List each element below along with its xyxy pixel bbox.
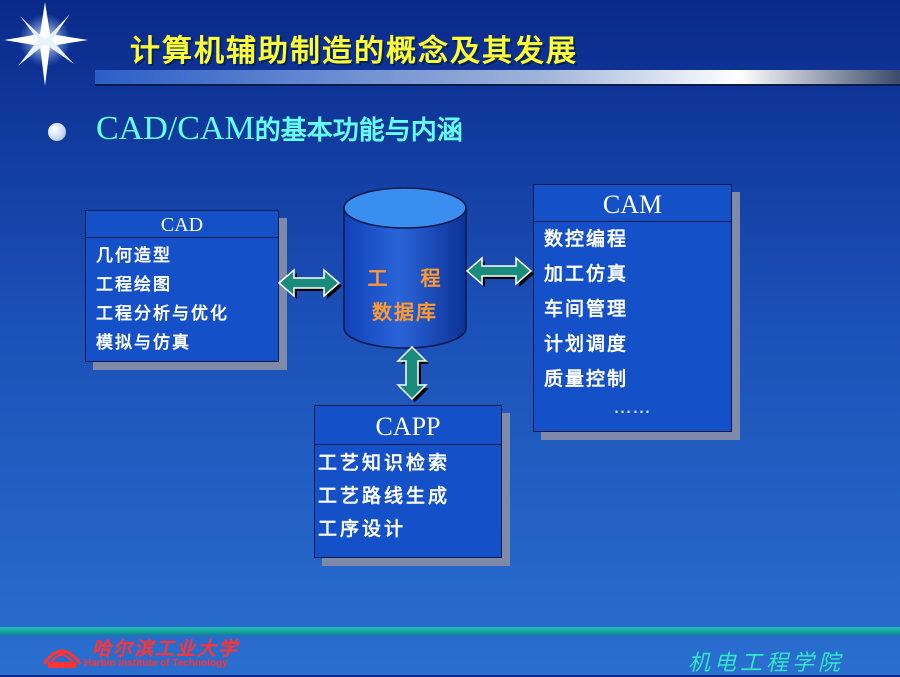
cam-box: CAM 数控编程 加工仿真 车间管理 计划调度 质量控制 …… <box>533 184 732 432</box>
cad-header: CAD <box>86 211 278 238</box>
cad-item: 模拟与仿真 <box>96 333 191 353</box>
footer-divider <box>0 627 900 635</box>
school-name: 机电工程学院 <box>688 651 845 676</box>
university-name-en: Harbin Institute of Technology <box>84 658 228 669</box>
double-arrow-icon <box>466 256 534 287</box>
bullet-heading-suffix: 的基本功能与内涵 <box>254 116 463 146</box>
university-name-cn: 哈尔滨工业大学 <box>92 638 240 660</box>
cam-item: 车间管理 <box>544 298 629 320</box>
capp-item: 工艺知识检索 <box>318 452 451 474</box>
university-emblem-icon <box>42 649 82 668</box>
database-cylinder <box>343 187 467 349</box>
database-label-line1: 工 程 <box>367 266 443 290</box>
title-divider <box>95 70 900 86</box>
page-title: 计算机辅助制造的概念及其发展 <box>130 34 578 69</box>
capp-header: CAPP <box>315 406 501 445</box>
cad-item: 几何造型 <box>96 246 172 266</box>
cam-ellipsis: …… <box>613 397 652 418</box>
capp-item: 工序设计 <box>318 518 407 540</box>
vertical-double-arrow-icon <box>396 346 429 402</box>
cam-item: 数控编程 <box>544 228 629 250</box>
capp-box: CAPP 工艺知识检索 工艺路线生成 工序设计 <box>314 405 502 558</box>
double-arrow-icon <box>278 268 342 299</box>
database-label-line2: 数据库 <box>372 300 438 324</box>
cam-header: CAM <box>534 185 731 222</box>
cad-box: CAD 几何造型 工程绘图 工程分析与优化 模拟与仿真 <box>85 210 279 362</box>
cam-item: 计划调度 <box>544 333 629 355</box>
capp-item: 工艺路线生成 <box>318 485 451 507</box>
bullet-heading-prefix: CAD/CAM <box>96 110 255 147</box>
star-burst-icon <box>4 2 88 86</box>
cam-item: 质量控制 <box>544 368 629 390</box>
cad-item: 工程分析与优化 <box>96 304 229 324</box>
bullet-icon <box>48 123 66 141</box>
bullet-heading: CAD/CAM的基本功能与内涵 <box>96 110 463 148</box>
cam-item: 加工仿真 <box>544 263 629 285</box>
cad-item: 工程绘图 <box>96 275 172 295</box>
